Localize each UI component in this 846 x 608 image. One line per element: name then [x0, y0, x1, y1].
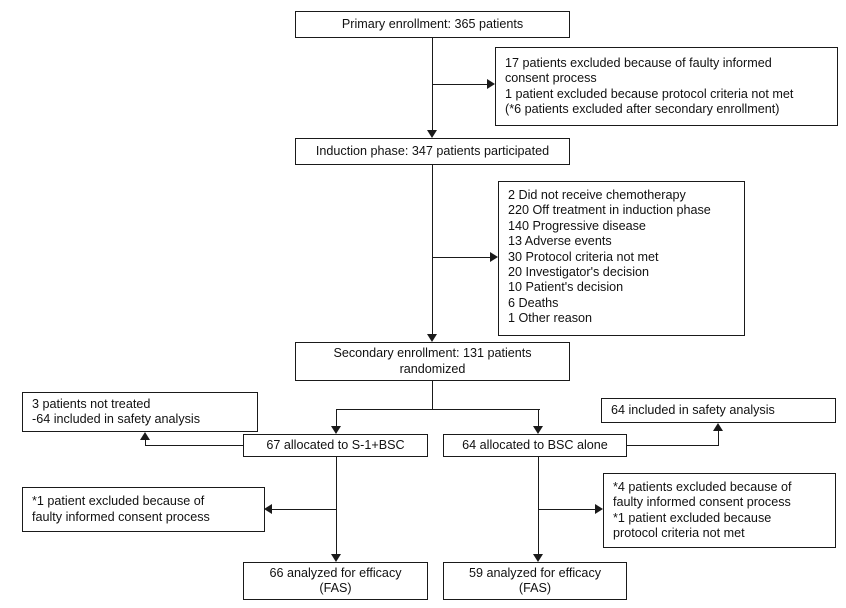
node-safety-right: 64 included in safety analysis	[601, 398, 836, 423]
node-excluded-left-text: *1 patient excluded because of faulty in…	[32, 494, 210, 524]
node-analyzed-left-text: 66 analyzed for efficacy (FAS)	[269, 565, 402, 595]
connector-primary-to-excluded	[432, 84, 487, 85]
connector-s1bsc-to-excluded-left	[272, 509, 336, 510]
arrowhead-induction-to-secondary	[427, 334, 437, 342]
connector-s1bsc-to-safety-left	[145, 445, 243, 446]
node-primary-enrollment-text: Primary enrollment: 365 patients	[341, 16, 524, 31]
node-primary-enrollment: Primary enrollment: 365 patients	[295, 11, 570, 38]
arrowhead-primary-to-induction	[427, 130, 437, 138]
node-excluded-right-text: *4 patients excluded because of faulty i…	[613, 479, 792, 540]
node-allocated-s1bsc-text: 67 allocated to S-1+BSC	[266, 437, 405, 452]
connector-bsc-to-safety-right	[627, 445, 719, 446]
node-excluded-right: *4 patients excluded because of faulty i…	[603, 473, 836, 548]
arrowhead-induction-to-offtreatment	[490, 252, 498, 262]
node-safety-right-text: 64 included in safety analysis	[611, 402, 775, 417]
connector-fork-left-drop	[336, 409, 337, 427]
node-analyzed-right: 59 analyzed for efficacy (FAS)	[443, 562, 627, 600]
node-excluded-primary: 17 patients excluded because of faulty i…	[495, 47, 838, 126]
connector-s1bsc-to-analyzed	[336, 457, 337, 554]
node-secondary-enrollment: Secondary enrollment: 131 patients rando…	[295, 342, 570, 381]
arrowhead-to-analyzed-right	[533, 554, 543, 562]
node-off-treatment-text: 2 Did not receive chemotherapy 220 Off t…	[508, 188, 711, 326]
node-excluded-primary-text: 17 patients excluded because of faulty i…	[505, 55, 794, 116]
node-excluded-left: *1 patient excluded because of faulty in…	[22, 487, 265, 532]
node-safety-left: 3 patients not treated -64 included in s…	[22, 392, 258, 432]
arrowhead-to-analyzed-left	[331, 554, 341, 562]
connector-safety-left-riser	[145, 440, 146, 446]
arrowhead-to-excluded-right	[595, 504, 603, 514]
node-induction-phase-text: Induction phase: 347 patients participat…	[315, 143, 550, 158]
connector-bsc-to-excluded-right	[538, 509, 595, 510]
connector-secondary-trunk	[432, 381, 433, 409]
arrowhead-to-safety-left	[140, 432, 150, 440]
arrowhead-to-excluded-left	[264, 504, 272, 514]
connector-safety-right-riser	[718, 431, 719, 446]
connector-bsc-to-analyzed	[538, 457, 539, 554]
connector-induction-to-offtreatment	[432, 257, 490, 258]
node-off-treatment: 2 Did not receive chemotherapy 220 Off t…	[498, 181, 745, 336]
node-safety-left-text: 3 patients not treated -64 included in s…	[32, 396, 201, 426]
node-analyzed-right-text: 59 analyzed for efficacy (FAS)	[468, 565, 602, 595]
arrowhead-to-allocated-s1bsc	[331, 426, 341, 434]
node-allocated-s1bsc: 67 allocated to S-1+BSC	[243, 434, 428, 457]
node-allocated-bsc-text: 64 allocated to BSC alone	[462, 437, 608, 452]
arrowhead-to-allocated-bsc	[533, 426, 543, 434]
node-induction-phase: Induction phase: 347 patients participat…	[295, 138, 570, 165]
arrowhead-to-safety-right	[713, 423, 723, 431]
arrowhead-primary-to-excluded	[487, 79, 495, 89]
node-allocated-bsc: 64 allocated to BSC alone	[443, 434, 627, 457]
connector-induction-to-secondary	[432, 165, 433, 334]
connector-randomization-fork	[336, 409, 540, 410]
node-secondary-enrollment-text: Secondary enrollment: 131 patients rando…	[333, 346, 532, 376]
node-analyzed-left: 66 analyzed for efficacy (FAS)	[243, 562, 428, 600]
connector-fork-right-drop	[538, 409, 539, 427]
